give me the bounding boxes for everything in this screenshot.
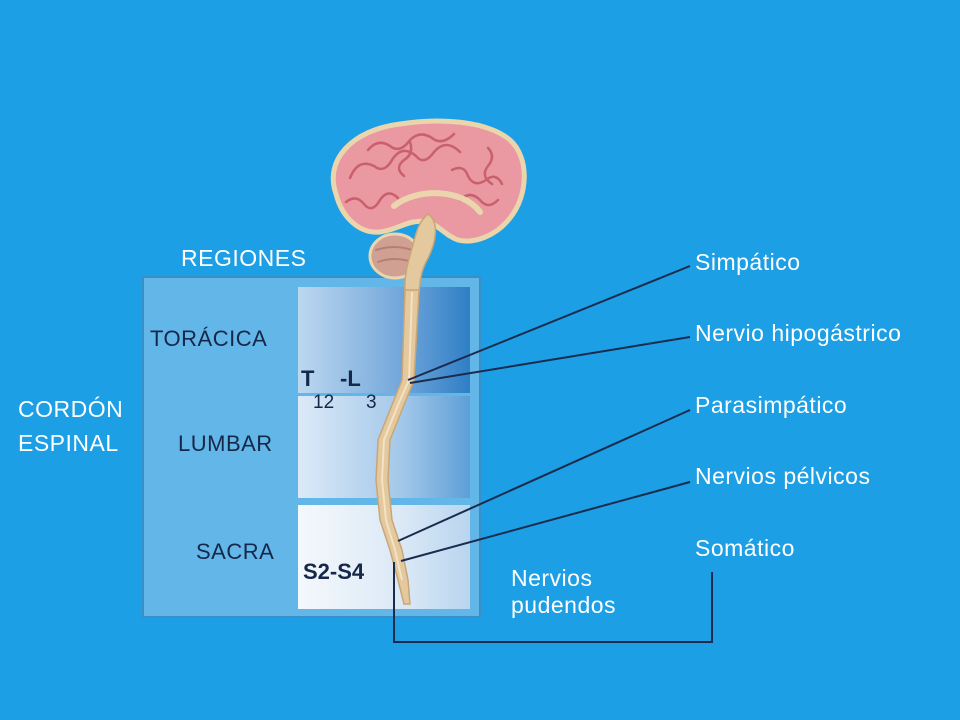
spinal-cord-label-line2: ESPINAL xyxy=(18,430,119,456)
nerve-label-sympathetic: Simpático xyxy=(695,249,800,275)
region-label-sacral: SACRA xyxy=(196,539,274,564)
brain-icon xyxy=(330,118,527,293)
pelvic-nerves-line xyxy=(400,481,691,562)
nerve-label-hypogastric: Nervio hipogástrico xyxy=(695,320,901,346)
region-label-lumbar: LUMBAR xyxy=(178,431,273,456)
pudendal-label-line1: Nervios xyxy=(511,565,592,591)
spinal-cord-highlight xyxy=(380,291,413,581)
parasympathetic-line xyxy=(397,409,691,542)
segment-sacral: S2-S4 xyxy=(303,559,365,584)
nerve-label-pelvic: Nervios pélvicos xyxy=(695,463,870,489)
hypogastric-line xyxy=(409,336,691,384)
segment-thoracolumbar-end-sub: 3 xyxy=(366,392,377,413)
spinal-cord-label-line1: CORDÓN xyxy=(18,396,123,422)
somatic-bracket-line xyxy=(393,562,713,643)
segment-thoracolumbar-start: T xyxy=(301,366,315,391)
regions-title: REGIONES xyxy=(181,245,306,271)
nerve-label-parasympathetic: Parasimpático xyxy=(695,392,847,418)
region-label-thoracic: TORÁCICA xyxy=(150,326,267,351)
pudendal-label-line2: pudendos xyxy=(511,592,616,618)
nerve-label-somatic: Somático xyxy=(695,535,795,561)
segment-thoracolumbar-start-sub: 12 xyxy=(313,392,334,413)
sympathetic-line xyxy=(407,265,691,381)
thoracic-band xyxy=(298,287,470,393)
segment-thoracolumbar-end: -L xyxy=(340,366,361,391)
corpus-callosum xyxy=(391,190,483,215)
